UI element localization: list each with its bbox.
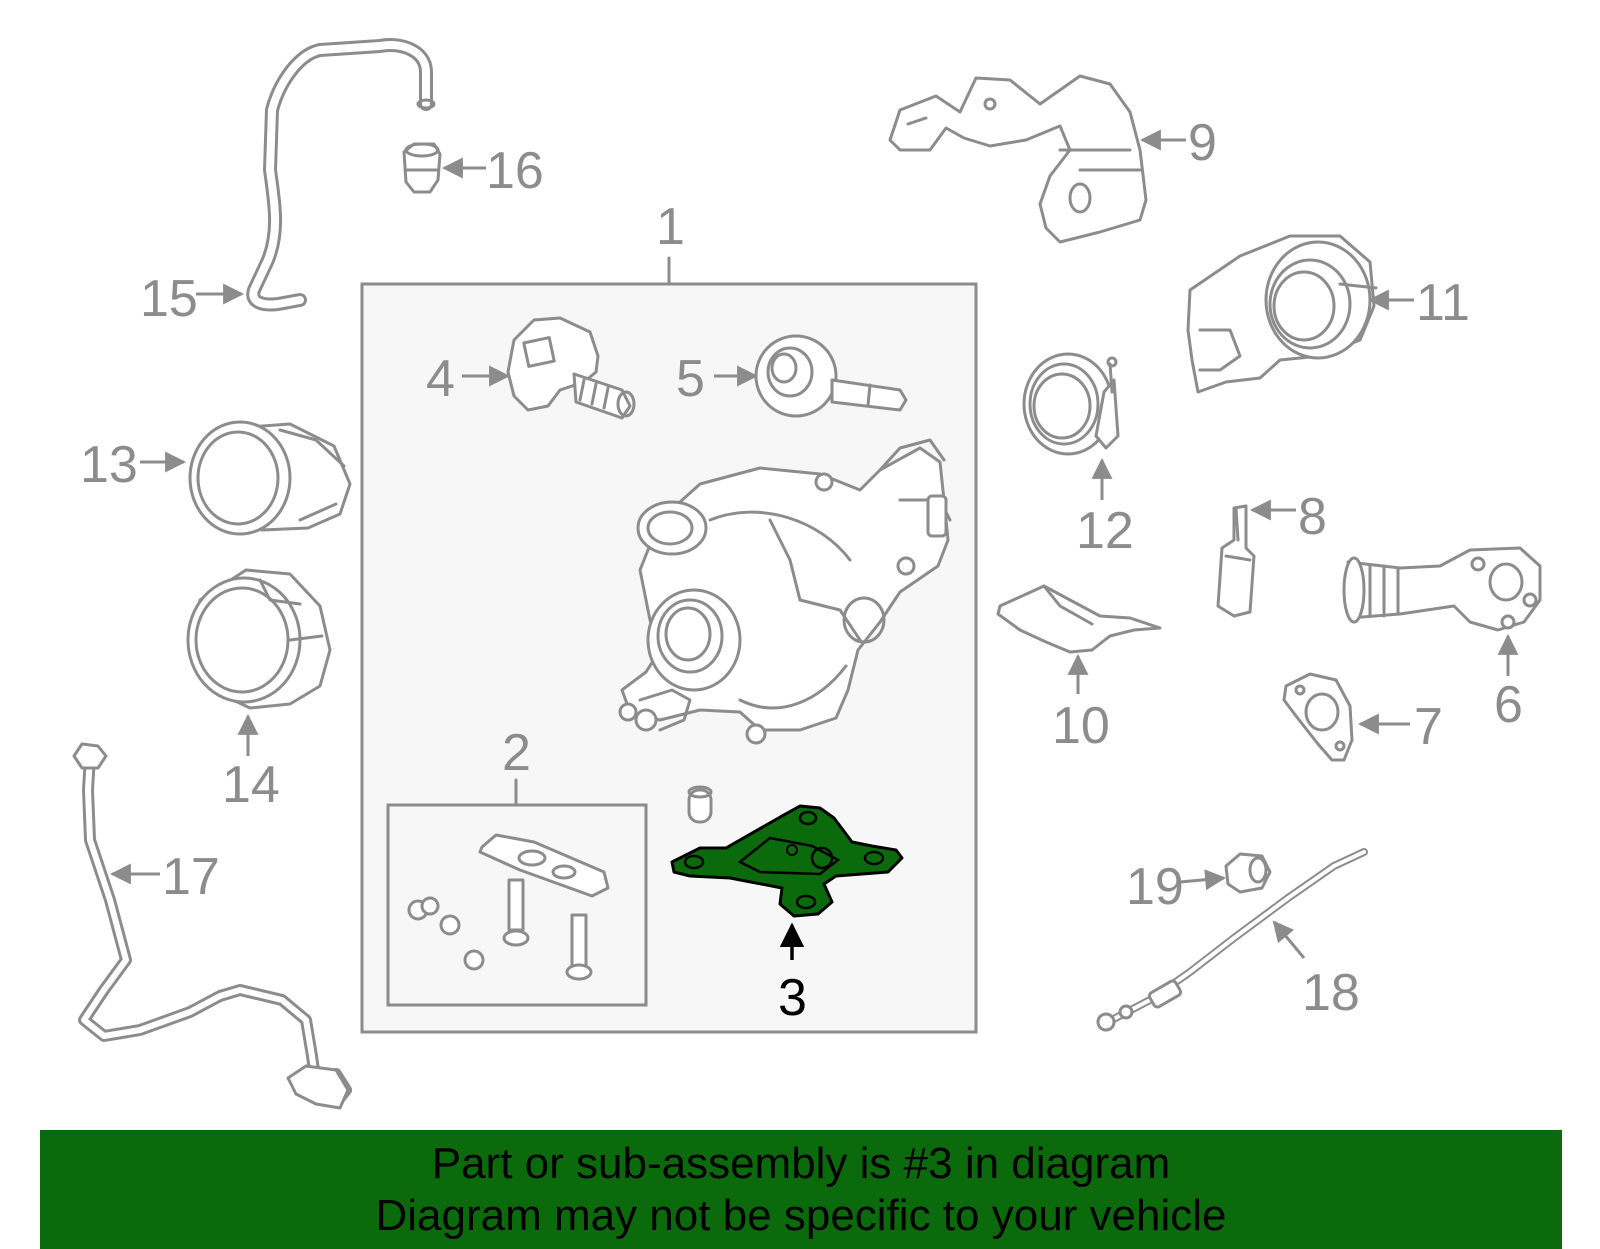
callout-7: 7 [1414,698,1443,756]
info-banner: Part or sub-assembly is #3 in diagram Di… [40,1130,1562,1249]
callout-13: 13 [80,436,138,494]
callout-2: 2 [502,724,531,782]
callout-19: 19 [1126,858,1184,916]
callout-4: 4 [426,350,455,408]
callout-3: 3 [778,969,807,1027]
callout-17: 17 [162,848,220,906]
callout-18: 18 [1302,964,1360,1022]
part-6-egr-tube [1342,546,1542,632]
part-15-hose [246,38,436,312]
part-17-tube [72,742,352,1110]
part-16-cap [402,142,442,194]
callout-11: 11 [1416,274,1470,332]
part-19-plug [1224,852,1272,894]
part-2-hardware [407,833,610,981]
part-5-sensor [754,334,908,418]
part-13-coupler [188,420,352,536]
callout-12: 12 [1076,502,1134,560]
part-18-sensor [1096,848,1368,1032]
part-7-gasket [1282,672,1354,762]
banner-line-2: Diagram may not be specific to your vehi… [375,1191,1227,1240]
callout-6: 6 [1494,676,1523,734]
callout-15: 15 [140,270,198,328]
callout-10: 10 [1052,697,1110,755]
callout-9: 9 [1188,114,1217,172]
callout-16: 16 [486,142,544,200]
dowel-pin [687,785,713,824]
callout-14: 14 [222,756,280,814]
turbocharger [618,438,952,745]
part-8-sensor [1216,504,1256,618]
part-11-turbo-outlet [1186,234,1378,394]
part-3-highlighted-gasket [670,804,904,918]
callout-5: 5 [676,350,705,408]
banner-line-1: Part or sub-assembly is #3 in diagram [431,1139,1171,1188]
part-10-bracket [996,584,1162,654]
callout-8: 8 [1298,488,1327,546]
part-4-actuator [506,316,636,420]
callout-1: 1 [656,198,685,256]
part-9-heat-shield [888,74,1148,244]
part-14-coupler [186,568,332,710]
part-12-clamp [1022,352,1120,456]
